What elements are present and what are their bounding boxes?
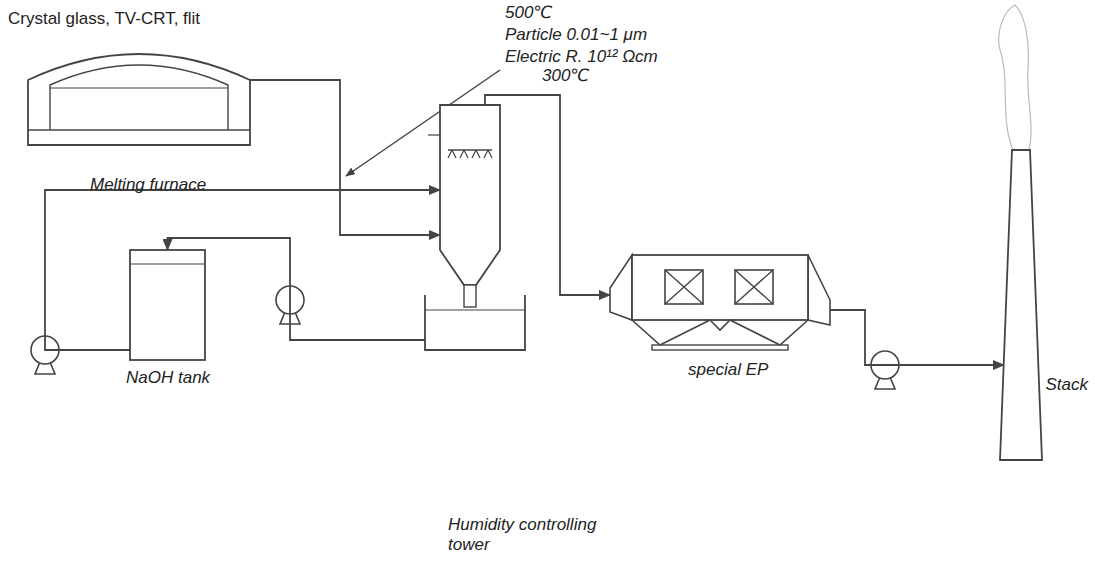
- node-label: NaOH tank: [126, 368, 210, 388]
- pipe-connector: [168, 238, 426, 340]
- node-label: Melting furnace: [90, 175, 206, 195]
- pipe-connector: [485, 95, 610, 295]
- node-label: Humidity controlling tower: [448, 515, 598, 555]
- feed-note: Crystal glass, TV-CRT, flit: [8, 8, 200, 30]
- tank-outline: [130, 250, 205, 360]
- tower: Humidity controlling tower: [440, 105, 500, 350]
- tank: NaOH tank: [130, 250, 205, 360]
- edge-label: 300℃: [540, 65, 591, 86]
- smoke-plume: [999, 5, 1031, 150]
- pipe-connector: [830, 310, 1004, 365]
- melting-furnace-outline: [28, 40, 250, 145]
- melting-furnace: Melting furnace: [28, 40, 250, 145]
- gas-condition-note: 500℃: [505, 2, 552, 24]
- tower-outline: [440, 105, 500, 350]
- node-label: Stack: [1045, 375, 1088, 395]
- electrostatic-precipitator: special EP: [610, 250, 830, 350]
- pipe-connector: [45, 190, 440, 350]
- node-label: special EP: [688, 360, 768, 380]
- gas-condition-note: Particle 0.01~1 μm: [505, 24, 647, 46]
- electrostatic-precipitator-outline: [610, 250, 830, 350]
- stack-outline: [1000, 150, 1042, 460]
- pipe-connector: [250, 80, 440, 235]
- stack: Stack: [1000, 150, 1042, 460]
